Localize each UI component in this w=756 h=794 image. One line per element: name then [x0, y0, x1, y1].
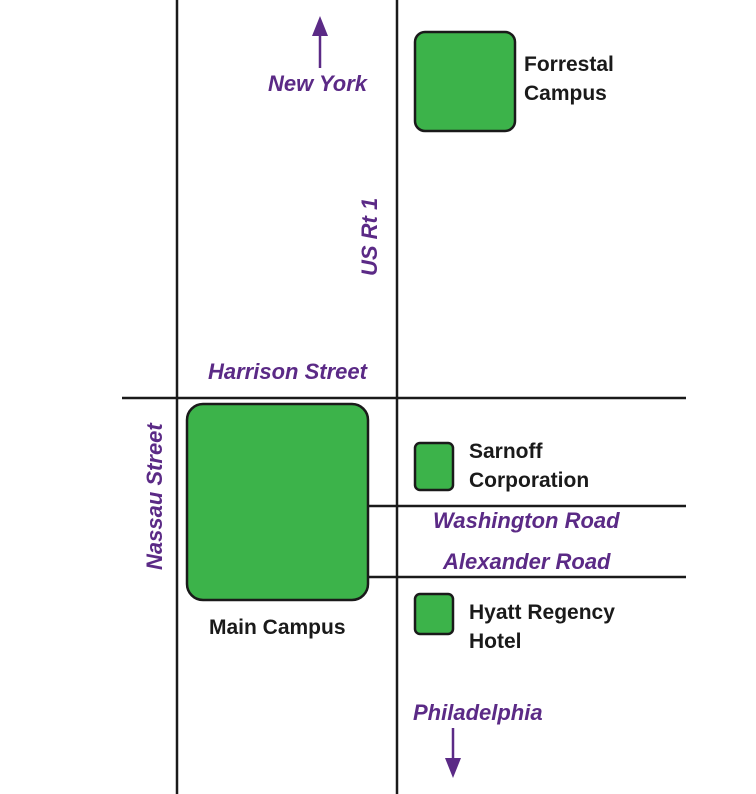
us-rt-1-label: US Rt 1 — [357, 198, 382, 276]
north-arrow-icon — [312, 16, 328, 68]
sarnoff-corporation-block — [413, 441, 455, 492]
sarnoff-corporation-label: Sarnoff — [469, 440, 544, 463]
south-arrow-icon — [445, 728, 461, 778]
main-campus-label: Main Campus — [209, 616, 346, 639]
hyatt-regency-label-line2: Hotel — [469, 630, 522, 653]
direction-philadelphia-label: Philadelphia — [413, 700, 543, 725]
sarnoff-corporation-label-line2: Corporation — [469, 469, 589, 492]
washington-road-label: Washington Road — [433, 508, 620, 533]
forrestal-campus-block — [413, 30, 517, 133]
hyatt-regency-block — [413, 592, 455, 636]
forrestal-campus-label: Forrestal — [524, 53, 614, 76]
harrison-street-label: Harrison Street — [208, 359, 369, 384]
alexander-road-label: Alexander Road — [442, 549, 611, 574]
main-campus-block — [185, 402, 370, 602]
direction-new-york-label: New York — [268, 71, 369, 96]
nassau-street-label: Nassau Street — [142, 422, 167, 570]
hyatt-regency-label: Hyatt Regency — [469, 601, 615, 624]
forrestal-campus-label-line2: Campus — [524, 82, 607, 105]
